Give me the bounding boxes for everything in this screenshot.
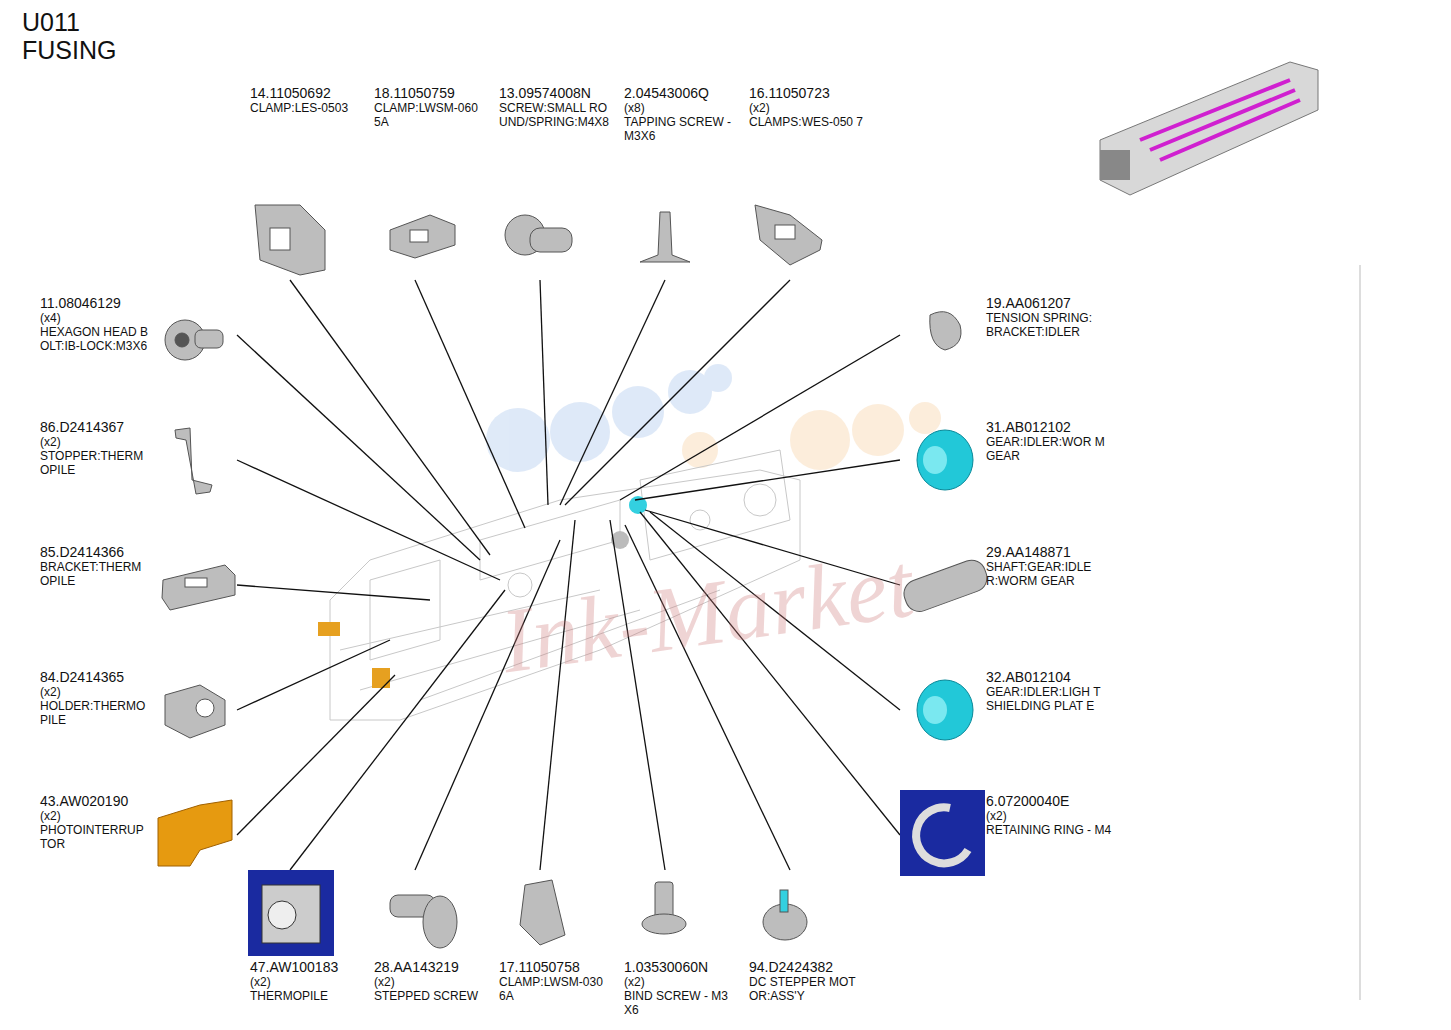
part-number: 84.D2414365: [40, 669, 168, 685]
part-callout: 84.D2414365(x2)HOLDER:THERMO PILE: [40, 669, 168, 727]
part-number: 17.11050758: [499, 959, 617, 975]
part-number: 6.07200040E: [986, 793, 1114, 809]
part-number: 94.D2424382: [749, 959, 867, 975]
part-name: HEXAGON HEAD B OLT:IB-LOCK:M3X6: [40, 325, 168, 353]
part-number: 2.04543006Q: [624, 85, 742, 101]
part-callout: 17.11050758CLAMP:LWSM-030 6A: [499, 959, 617, 1003]
part-number: 85.D2414366: [40, 544, 168, 560]
blue-highlighted-icons: [248, 790, 985, 956]
part-callout: 14.11050692CLAMP:LES-0503: [250, 85, 368, 115]
part-callout: 47.AW100183(x2)THERMOPILE: [250, 959, 368, 1003]
part-name: (x2): [250, 975, 368, 989]
part-number: 18.11050759: [374, 85, 492, 101]
part-callout: 85.D2414366BRACKET:THERM OPILE: [40, 544, 168, 588]
part-callout: 6.07200040E(x2)RETAINING RING - M4: [986, 793, 1114, 837]
page-title: U011 FUSING: [22, 8, 132, 64]
part-name: (x4): [40, 311, 168, 325]
part-name: (x2): [986, 809, 1114, 823]
part-name: TAPPING SCREW - M3X6: [624, 115, 742, 143]
thumbnail: [1100, 62, 1318, 195]
part-callout: 13.09574008NSCREW:SMALL RO UND/SPRING:M4…: [499, 85, 617, 129]
part-callout: 11.08046129(x4)HEXAGON HEAD B OLT:IB-LOC…: [40, 295, 168, 353]
part-name: (x2): [40, 809, 168, 823]
part-number: 28.AA143219: [374, 959, 492, 975]
part-number: 14.11050692: [250, 85, 368, 101]
part-name: (x2): [40, 685, 168, 699]
part-name: (x2): [749, 101, 867, 115]
part-number: 1.03530060N: [624, 959, 742, 975]
part-callout: 2.04543006Q(x8)TAPPING SCREW - M3X6: [624, 85, 742, 143]
bottom-icons: [390, 880, 807, 948]
part-number: 43.AW020190: [40, 793, 168, 809]
part-name: SCREW:SMALL RO UND/SPRING:M4X8: [499, 101, 617, 129]
part-callout: 32.AB012104GEAR:IDLER:LIGH T SHIELDING P…: [986, 669, 1114, 713]
watermark: Ink-Market: [495, 532, 920, 695]
part-callout: 29.AA148871SHAFT:GEAR:IDLE R:WORM GEAR: [986, 544, 1114, 588]
part-name: THERMOPILE: [250, 989, 368, 1003]
part-name: TENSION SPRING: BRACKET:IDLER: [986, 311, 1114, 339]
part-name: GEAR:IDLER:WOR M GEAR: [986, 435, 1114, 463]
part-callout: 16.11050723(x2)CLAMPS:WES-050 7: [749, 85, 867, 129]
part-name: (x2): [40, 435, 168, 449]
part-name: DC STEPPER MOT OR:ASS'Y: [749, 975, 867, 1003]
watermark-dots: [486, 364, 941, 472]
part-name: SHAFT:GEAR:IDLE R:WORM GEAR: [986, 560, 1114, 588]
part-callout: 43.AW020190(x2)PHOTOINTERRUP TOR: [40, 793, 168, 851]
part-name: HOLDER:THERMO PILE: [40, 699, 168, 727]
part-callout: 94.D2424382DC STEPPER MOT OR:ASS'Y: [749, 959, 867, 1003]
part-number: 86.D2414367: [40, 419, 168, 435]
part-icons: [162, 205, 991, 738]
part-name: BIND SCREW - M3 X6: [624, 989, 742, 1017]
part-name: (x8): [624, 101, 742, 115]
part-name: STEPPED SCREW: [374, 989, 492, 1003]
part-callout: 28.AA143219(x2)STEPPED SCREW: [374, 959, 492, 1003]
part-name: BRACKET:THERM OPILE: [40, 560, 168, 588]
part-number: 47.AW100183: [250, 959, 368, 975]
part-callout: 1.03530060N(x2)BIND SCREW - M3 X6: [624, 959, 742, 1017]
part-number: 16.11050723: [749, 85, 867, 101]
part-number: 11.08046129: [40, 295, 168, 311]
part-callout: 86.D2414367(x2)STOPPER:THERM OPILE: [40, 419, 168, 477]
part-callout: 18.11050759CLAMP:LWSM-060 5A: [374, 85, 492, 129]
photointerrupter-icon: [158, 800, 232, 866]
part-number: 31.AB012102: [986, 419, 1114, 435]
part-number: 13.09574008N: [499, 85, 617, 101]
part-callout: 31.AB012102GEAR:IDLER:WOR M GEAR: [986, 419, 1114, 463]
part-callout: 19.AA061207TENSION SPRING: BRACKET:IDLER: [986, 295, 1114, 339]
part-name: PHOTOINTERRUP TOR: [40, 823, 168, 851]
part-name: CLAMP:LWSM-030 6A: [499, 975, 617, 1003]
part-number: 19.AA061207: [986, 295, 1114, 311]
divider: [1360, 265, 1361, 1000]
part-name: CLAMP:LWSM-060 5A: [374, 101, 492, 129]
part-name: (x2): [624, 975, 742, 989]
part-name: STOPPER:THERM OPILE: [40, 449, 168, 477]
part-name: (x2): [374, 975, 492, 989]
part-name: CLAMPS:WES-050 7: [749, 115, 867, 129]
part-number: 32.AB012104: [986, 669, 1114, 685]
part-name: CLAMP:LES-0503: [250, 101, 368, 115]
part-name: GEAR:IDLER:LIGH T SHIELDING PLAT E: [986, 685, 1114, 713]
part-name: RETAINING RING - M4: [986, 823, 1114, 837]
cyan-gears: [917, 430, 973, 740]
part-number: 29.AA148871: [986, 544, 1114, 560]
